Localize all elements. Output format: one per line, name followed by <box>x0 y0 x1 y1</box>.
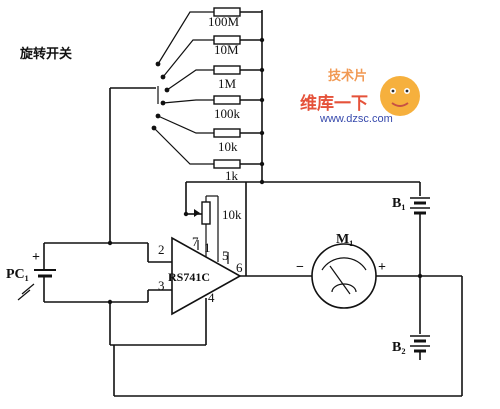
resistor-value-1m: 1M <box>218 76 237 91</box>
pot-value: 10k <box>222 207 242 222</box>
op-amp-triangle <box>171 236 242 316</box>
light-arrow-2 <box>17 289 31 301</box>
return-bus <box>113 275 463 397</box>
input-circuit: + PC₁ <box>6 240 206 346</box>
resistor-ladder: 100M 10M 1M 100k 10k 1k <box>153 7 265 183</box>
meter-plus: + <box>378 260 386 275</box>
pin-1: 1 <box>204 240 211 255</box>
battery-b1: B₁ <box>392 182 430 279</box>
resistor-1k <box>213 159 241 169</box>
mascot-icon <box>380 76 420 116</box>
pot-wiper-arrow <box>194 209 200 217</box>
pin-5: 5 <box>222 248 229 263</box>
watermark-url: www.dzsc.com <box>319 113 393 125</box>
pin-6: 6 <box>236 260 243 275</box>
meter-scale <box>321 257 367 271</box>
feedback-network: 10k <box>183 179 420 276</box>
pin-7: 7 <box>192 234 199 249</box>
watermark-brand: 维库一下 <box>300 93 368 114</box>
op-amp-model: RS741C <box>168 270 210 284</box>
resistor-1m <box>213 65 241 75</box>
meter: M₁ − + <box>240 232 420 309</box>
light-arrow-1 <box>21 283 35 295</box>
resistor-100k <box>213 95 241 105</box>
resistor-value-100m: 100M <box>208 14 240 29</box>
pc-plus: + <box>32 250 40 265</box>
op-amp: RS741C 2 3 7 1 5 6 4 <box>158 234 243 345</box>
pin-4: 4 <box>208 290 215 305</box>
pin-3: 3 <box>158 278 165 293</box>
resistor-value-100k: 100k <box>214 106 241 121</box>
rotary-switch: 旋转开关 <box>19 46 170 243</box>
meter-body <box>311 243 377 309</box>
resistor-10k <box>213 128 241 138</box>
meter-minus: − <box>296 260 304 275</box>
resistor-100m <box>213 7 241 17</box>
resistor-value-1k: 1k <box>225 168 239 183</box>
watermark-brand-top: 技术片 <box>328 68 367 84</box>
meter-label: M₁ <box>336 232 353 247</box>
resistor-value-10m: 10M <box>214 42 239 57</box>
resistor-10m <box>213 35 241 45</box>
pc-label: PC₁ <box>6 267 29 282</box>
resistor-value-10k: 10k <box>218 139 238 154</box>
pin-2: 2 <box>158 242 165 257</box>
meter-needle <box>329 265 351 295</box>
b2-label: B₂ <box>392 340 406 355</box>
switch-label: 旋转开关 <box>19 46 72 62</box>
battery-b2: B₂ <box>392 276 430 360</box>
b1-label: B₁ <box>392 196 406 211</box>
